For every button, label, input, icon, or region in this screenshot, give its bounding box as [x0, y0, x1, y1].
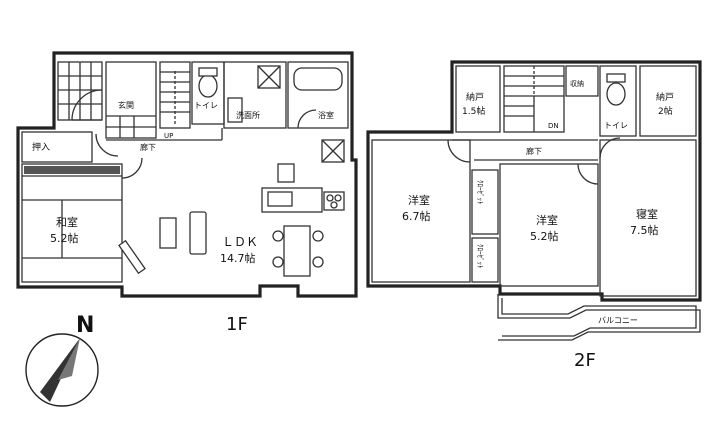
closet-1-label: ｸﾛｰｾﾞｯﾄ: [476, 180, 484, 205]
tatami-stripes: [24, 166, 120, 174]
toilet-1f-label: トイレ: [194, 101, 218, 110]
low-table-icon: [159, 217, 177, 249]
ldk-name: ＬＤＫ: [222, 235, 258, 249]
floor-2-plan: 納戸 1.5帖 DN 収納 トイレ 納戸 2帖 廊下 洋室 6.7帖 ｸﾛｰｾﾞ…: [366, 60, 702, 371]
genkan-area: [105, 61, 157, 139]
oshiire-closet: [21, 131, 93, 163]
shinshitsu-room: [599, 139, 697, 297]
closet-2-label: ｸﾛｰｾﾞｯﾄ: [476, 244, 484, 269]
floor-1-plan: 押入 和室 5.2帖 玄関 廊下 UP トイレ 洗面所 浴室 ＬＤＫ 14.7帖…: [16, 51, 358, 335]
shinshitsu-name: 寝室: [636, 207, 658, 221]
youshitsu-1-name: 洋室: [408, 193, 430, 207]
sofa-icon: [189, 211, 207, 255]
yokushitsu-label: 浴室: [318, 110, 334, 120]
stove-icon: [323, 191, 345, 211]
shuunou-label: 収納: [570, 79, 584, 88]
wash-basin-icon: [227, 97, 243, 123]
youshitsu-1-size: 6.7帖: [402, 210, 431, 223]
washitsu-size: 5.2帖: [50, 232, 79, 245]
nando-2-size: 2帖: [658, 105, 673, 117]
up-label: UP: [164, 132, 173, 140]
youshitsu-2-name: 洋室: [536, 213, 558, 227]
fridge-icon: [277, 163, 295, 183]
dining-table-icon: [283, 225, 311, 277]
compass-circle: [25, 333, 99, 407]
youshitsu-2-room: [499, 163, 599, 287]
shinshitsu-door-arc: [599, 137, 621, 159]
stairs-2f: [503, 65, 565, 133]
shuunou-closet: [565, 65, 599, 97]
dining-chairs-icon: [272, 230, 324, 268]
dn-label: DN: [548, 122, 559, 130]
toilet-room-2f: [599, 65, 637, 137]
entry-door-arc: [71, 89, 103, 121]
bathroom-area: [287, 61, 349, 129]
youshitsu-2-size: 5.2帖: [530, 230, 559, 243]
ldk-door-arc: [95, 133, 119, 157]
bathtub-icon: [293, 67, 343, 91]
north-compass: N: [25, 313, 99, 407]
nando-1-room: [455, 65, 501, 133]
shinshitsu-size: 7.5帖: [630, 224, 659, 237]
floor-2-outer-wall: [366, 60, 702, 302]
ldk-size: 14.7帖: [220, 252, 256, 265]
rouka-1f-label: 廊下: [140, 142, 156, 152]
floor-1-outer-wall: [16, 51, 358, 298]
washitsu-door-arc: [121, 157, 143, 179]
closet-1: [471, 169, 499, 235]
senmenjo-label: 洗面所: [236, 110, 260, 120]
floor-2-title: 2F: [574, 350, 596, 371]
washitsu-name: 和室: [56, 215, 78, 229]
washroom-area: [223, 61, 287, 129]
washitsu-tatami: [21, 163, 123, 283]
toilet-bowl-2f-icon: [606, 82, 626, 106]
balcony-label: バルコニー: [598, 316, 638, 325]
compass-north-label: N: [76, 313, 94, 338]
nando-1-name: 納戸: [466, 91, 484, 103]
floor-1-title: 1F: [226, 314, 248, 335]
oshiire-label: 押入: [32, 141, 50, 153]
nando-2-name: 納戸: [656, 91, 674, 103]
shoe-rack-grid: [106, 116, 156, 138]
balcony-outline: [497, 294, 701, 341]
closet-2: [471, 237, 499, 283]
youshitsu-1-door-arc: [447, 139, 471, 163]
youshitsu-2-door-arc: [577, 163, 599, 185]
rouka-2f-label: 廊下: [526, 146, 542, 156]
tv-stand-icon: [118, 239, 146, 275]
nando-2-room: [639, 65, 697, 137]
toilet-bowl-icon: [198, 74, 218, 98]
youshitsu-1-room: [371, 139, 471, 283]
genkan-label: 玄関: [118, 100, 134, 110]
stairs-1f: [159, 61, 191, 129]
nando-1-size: 1.5帖: [462, 105, 485, 117]
toilet-2f-label: トイレ: [604, 121, 628, 130]
compass-needle-icon: [40, 338, 80, 402]
